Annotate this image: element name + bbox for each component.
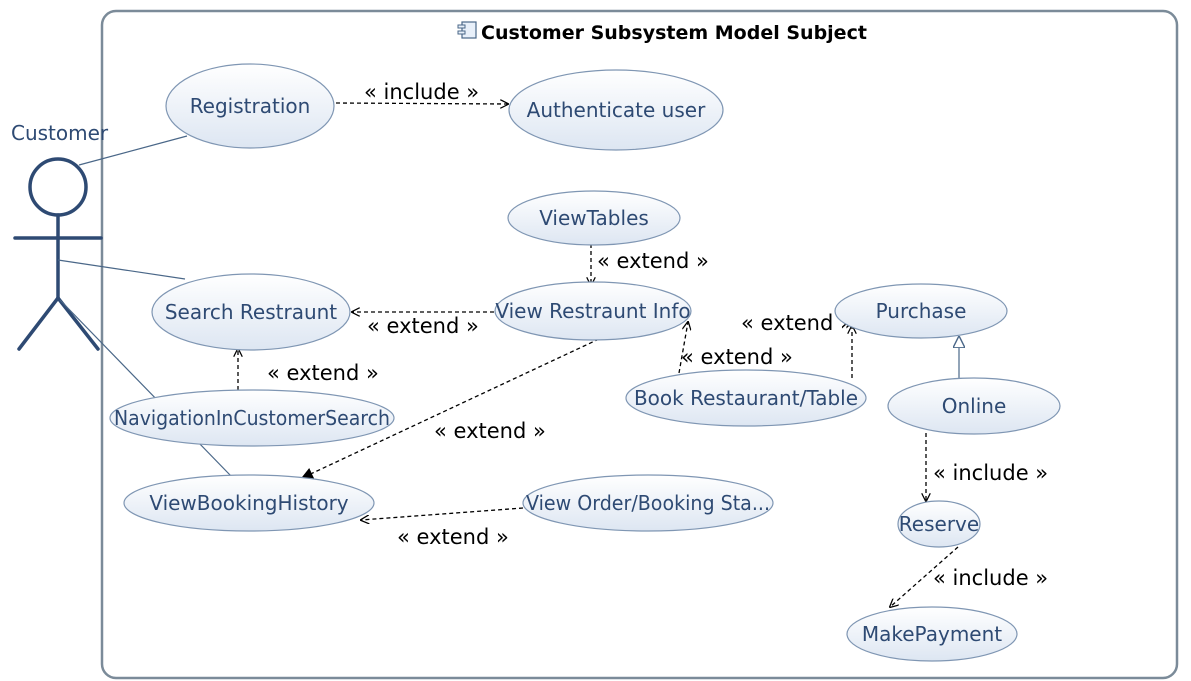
use-case-search-restraunt[interactable]: Search Restraunt: [151, 273, 351, 351]
extend-label: « extend »: [434, 419, 546, 443]
use-case-label: View Restraunt Info: [495, 299, 690, 323]
use-case-reserve[interactable]: Reserve: [897, 500, 981, 548]
include-label: « include »: [364, 80, 479, 104]
extend-arrow-order-status-booking-history: [361, 507, 524, 520]
use-case-label: ViewTables: [539, 206, 649, 230]
extend-label: « extend »: [367, 314, 479, 338]
actor-label: Customer: [11, 121, 109, 145]
use-case-book-restaurant-table[interactable]: Book Restaurant/Table: [625, 369, 867, 427]
use-case-online[interactable]: Online: [887, 377, 1061, 435]
use-case-label: Search Restraunt: [165, 300, 337, 324]
use-case-label: Purchase: [876, 299, 967, 323]
use-case-label: Online: [942, 394, 1007, 418]
use-case-view-booking-history[interactable]: ViewBookingHistory: [123, 474, 375, 532]
use-case-view-order-booking-status[interactable]: View Order/Booking Sta...: [522, 474, 774, 532]
include-label: « include »: [933, 461, 1048, 485]
extend-label: « extend »: [397, 525, 509, 549]
actor-customer[interactable]: [13, 157, 103, 351]
extend-label: « extend »: [267, 361, 379, 385]
use-case-navigation-in-customer-search[interactable]: NavigationInCustomerSearch: [109, 389, 395, 447]
use-case-label: MakePayment: [862, 622, 1002, 646]
subject-title: Customer Subsystem Model Subject: [481, 22, 867, 44]
association-search-restraunt: [57, 259, 186, 280]
use-case-view-restraunt-info[interactable]: View Restraunt Info: [494, 281, 692, 341]
use-case-label: Reserve: [899, 512, 979, 536]
association-registration: [78, 135, 188, 166]
use-case-authenticate-user[interactable]: Authenticate user: [508, 69, 724, 151]
use-case-label: View Order/Booking Sta...: [526, 491, 770, 515]
use-case-view-tables[interactable]: ViewTables: [507, 190, 681, 246]
use-case-registration[interactable]: Registration: [165, 63, 335, 149]
extend-arrow-book-restraunt-info: [678, 322, 688, 374]
include-arrow-registration-authenticate: [335, 103, 508, 104]
use-case-purchase[interactable]: Purchase: [834, 283, 1008, 339]
association-view-booking-history: [59, 299, 232, 477]
extend-label: « extend »: [597, 249, 709, 273]
use-case-label: ViewBookingHistory: [149, 491, 348, 515]
use-case-label: Registration: [190, 94, 311, 118]
include-arrow-reserve-makepayment: [890, 546, 959, 607]
use-case-label: Authenticate user: [527, 98, 706, 122]
use-case-label: Book Restaurant/Table: [634, 386, 858, 410]
extend-label: « extend »: [681, 345, 793, 369]
extend-arrow-restraunt-info-booking-history: [300, 338, 600, 479]
use-case-label: NavigationInCustomerSearch: [114, 406, 390, 430]
include-label: « include »: [933, 566, 1048, 590]
component-icon: [457, 21, 477, 39]
use-case-make-payment[interactable]: MakePayment: [846, 606, 1018, 662]
extend-label: « extend »: [741, 311, 853, 335]
